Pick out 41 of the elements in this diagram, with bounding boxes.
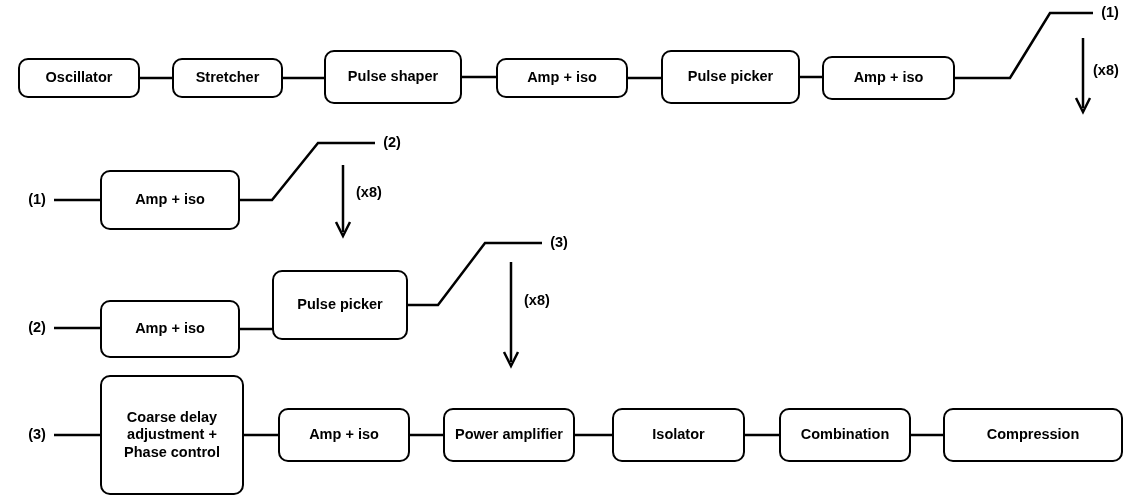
- connection-label: (2): [20, 318, 54, 338]
- connector-line: [911, 433, 943, 437]
- connection-label: (3): [20, 425, 54, 445]
- repeat-label: (x8): [524, 292, 550, 308]
- connector-line: [408, 241, 542, 307]
- connector-line: [800, 75, 822, 79]
- connector-line: [54, 326, 100, 330]
- connection-label: (1): [20, 190, 54, 210]
- process-box: Pulse shaper: [324, 50, 462, 104]
- connector-line: [54, 433, 100, 437]
- process-box: Amp + iso: [100, 300, 240, 358]
- connector-line: [140, 76, 172, 80]
- connection-label: (3): [542, 233, 576, 253]
- connection-label: (1): [1093, 3, 1127, 23]
- connection-label: (2): [375, 133, 409, 153]
- process-box: Compression: [943, 408, 1123, 462]
- process-box: Pulse picker: [661, 50, 800, 104]
- connector-line: [575, 433, 612, 437]
- process-box: Oscillator: [18, 58, 140, 98]
- repeat-label: (x8): [1093, 62, 1119, 78]
- connector-line: [462, 75, 496, 79]
- process-box: Amp + iso: [822, 56, 955, 100]
- process-box: Coarse delay adjustment + Phase control: [100, 375, 244, 495]
- process-box: Combination: [779, 408, 911, 462]
- connector-line: [410, 433, 443, 437]
- process-box: Power amplifier: [443, 408, 575, 462]
- connector-line: [244, 433, 278, 437]
- connector-line: [955, 11, 1093, 80]
- repeat-label: (x8): [356, 184, 382, 200]
- connector-line: [54, 198, 100, 202]
- process-box: Isolator: [612, 408, 745, 462]
- process-box: Stretcher: [172, 58, 283, 98]
- connector-line: [745, 433, 779, 437]
- connector-line: [628, 76, 661, 80]
- process-box: Amp + iso: [496, 58, 628, 98]
- process-box: Amp + iso: [278, 408, 410, 462]
- connector-line: [283, 76, 324, 80]
- process-box: Amp + iso: [100, 170, 240, 230]
- connector-line: [240, 327, 272, 331]
- connector-line: [240, 141, 375, 202]
- process-box: Pulse picker: [272, 270, 408, 340]
